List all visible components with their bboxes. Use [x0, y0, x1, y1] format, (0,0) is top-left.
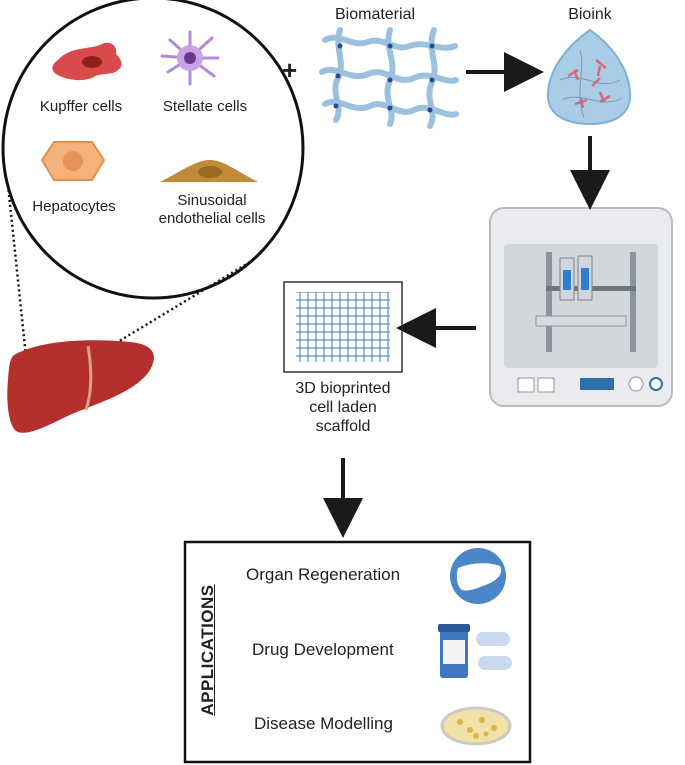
kupffer-cells-label: Kupffer cells [39, 98, 123, 115]
scaffold-label-line1: 3D bioprinted [295, 380, 391, 397]
application-drug-development: Drug Development [252, 640, 394, 659]
hepatocytes-label: Hepatocytes [32, 198, 116, 215]
stellate-cells-label: Stellate cells [162, 98, 248, 115]
sinusoidal-label-line2: endothelial cells [158, 210, 266, 227]
endothelial-cell-icon [160, 160, 258, 182]
applications-heading: APPLICATIONS [198, 584, 217, 716]
organ-regeneration-icon [450, 548, 506, 604]
bioink-droplet-icon [546, 28, 632, 126]
drug-development-icon [438, 624, 512, 678]
biomaterial-label: Biomaterial [334, 6, 416, 23]
hepatocyte-icon [40, 141, 106, 181]
scaffold-grid-icon [296, 292, 390, 362]
plus-sign: + [282, 55, 298, 85]
application-disease-modelling: Disease Modelling [254, 714, 393, 733]
sinusoidal-label-line1: Sinusoidal [177, 192, 247, 209]
biomaterial-crosslinks [333, 43, 435, 113]
scaffold-label-line3: scaffold [315, 418, 371, 435]
application-organ-regeneration: Organ Regeneration [246, 565, 401, 584]
kupffer-cell-icon [52, 42, 122, 81]
liver-icon [7, 340, 154, 433]
bioprinter-icon [489, 207, 673, 407]
stellate-cell-icon [160, 30, 220, 86]
scaffold-label-line2: cell laden [309, 399, 377, 416]
disease-modelling-icon [440, 706, 512, 746]
cell-types-circle [1, 0, 305, 300]
bioink-label: Bioink [568, 6, 612, 23]
